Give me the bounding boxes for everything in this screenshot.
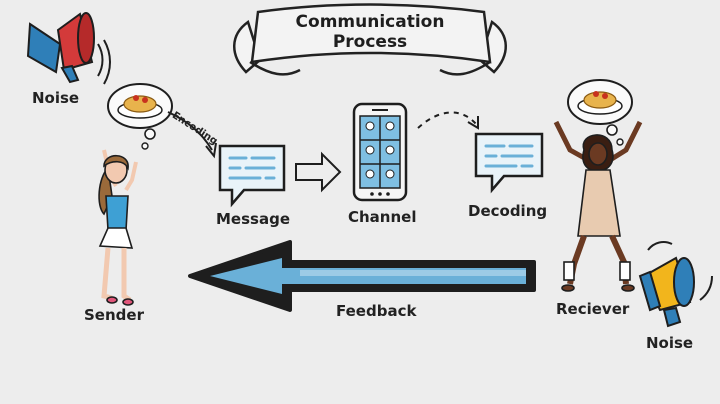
title-banner xyxy=(233,3,507,76)
speech-bubble-icon xyxy=(218,144,286,208)
sender-figure xyxy=(98,149,138,306)
decoding-label: Decoding xyxy=(468,202,548,220)
receiver-figure xyxy=(553,120,643,292)
feedback-arrow-icon xyxy=(188,240,536,312)
pasta-thought-icon xyxy=(107,83,173,150)
message-label: Message xyxy=(216,210,290,228)
noise-label-right: Noise xyxy=(646,334,694,352)
title-line-2: Process xyxy=(332,32,408,52)
sender-label: Sender xyxy=(84,306,144,324)
channel-label: Channel xyxy=(348,208,417,226)
pasta-thought-icon xyxy=(567,79,633,146)
smartphone-icon xyxy=(352,102,408,202)
dashed-arrow xyxy=(417,111,477,129)
right-arrow-icon xyxy=(295,151,342,193)
megaphone-icon xyxy=(26,12,111,85)
receiver-label: Reciever xyxy=(556,300,630,318)
feedback-label: Feedback xyxy=(336,302,417,320)
title-line-1: Communication xyxy=(295,12,445,32)
encoding-arrow xyxy=(167,111,213,151)
speech-bubble-icon xyxy=(474,132,544,194)
noise-label-left: Noise xyxy=(32,89,80,107)
megaphone-icon xyxy=(638,241,713,328)
